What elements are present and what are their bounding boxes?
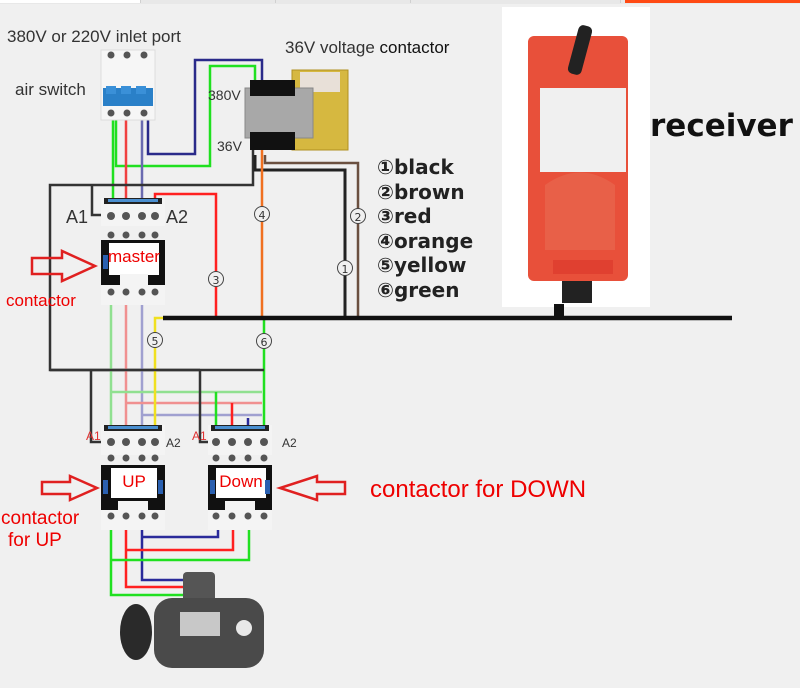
- wire-black-a1-down: [198, 370, 210, 444]
- legend-num: ④: [377, 228, 394, 253]
- up-a2-label: A2: [166, 436, 181, 450]
- wire-blue-motor: [140, 525, 185, 582]
- wire-blue-380: [146, 58, 264, 156]
- legend-num: ②: [377, 179, 394, 204]
- tab-5-active[interactable]: [625, 0, 800, 3]
- wire-marker-1: [337, 260, 353, 276]
- wire-black-a1: [90, 185, 103, 217]
- legend-num: ①: [377, 155, 394, 179]
- wire-marker-5-text: 5: [152, 335, 159, 348]
- legend-item: ②brown: [377, 180, 473, 205]
- up-box-label: UP: [122, 472, 146, 491]
- legend-item: ④orange: [377, 229, 473, 254]
- tab-strip: [0, 0, 800, 4]
- master-a2-label: A2: [166, 207, 189, 227]
- transformer: [244, 69, 349, 151]
- legend-num: ③: [377, 204, 394, 228]
- receiver-label: receiver: [650, 108, 793, 144]
- wire-marker-3: [208, 271, 224, 287]
- legend-name: orange: [393, 228, 474, 253]
- master-arrow-icon: [30, 249, 99, 283]
- v36-label: 36V: [217, 138, 242, 154]
- receiver-stub: [554, 304, 564, 318]
- v380-label: 380V: [208, 87, 241, 103]
- wire-marker-4: [254, 206, 270, 222]
- legend-name: black: [393, 155, 454, 179]
- tab-3[interactable]: [275, 0, 411, 3]
- transformer-label-prefix: 36V voltage: [285, 38, 375, 57]
- tab-4[interactable]: [410, 0, 621, 3]
- wire-red-cross-bottom: [126, 525, 235, 552]
- master-a1-label: A1: [66, 207, 89, 227]
- wire-brown-2: [263, 155, 360, 318]
- wire-marker-3-text: 3: [213, 274, 220, 287]
- wire-marker-2: [350, 208, 366, 224]
- wire-marker-4-text: 4: [259, 209, 266, 222]
- wire-red-motor: [124, 525, 185, 589]
- legend-item: ⑥green: [377, 278, 473, 303]
- master-contactor: [101, 198, 165, 305]
- tab-1[interactable]: [0, 0, 141, 3]
- legend-item: ⑤yellow: [377, 253, 473, 278]
- transformer-label: 36V voltage contactor: [285, 38, 449, 58]
- air-switch-label: air switch: [15, 80, 86, 99]
- inlet-port-label: 380V or 220V inlet port: [7, 27, 181, 46]
- air-switch: [100, 49, 156, 121]
- legend-num: ⑥: [377, 277, 394, 302]
- motor: [120, 572, 264, 668]
- wire-black-a1-up: [89, 370, 102, 444]
- legend-name: yellow: [393, 253, 467, 277]
- wire-yellow-5: [153, 316, 163, 440]
- wire-green-380: [114, 64, 257, 168]
- transformer-label-suffix: contactor: [379, 38, 450, 57]
- legend-name: red: [393, 204, 432, 228]
- down-contactor-label: contactor for DOWN: [370, 476, 587, 503]
- wires: [48, 58, 360, 597]
- wire-marker-2-text: 2: [355, 211, 362, 224]
- wire-green-motor: [109, 525, 185, 597]
- master-box-label: master: [108, 247, 160, 266]
- down-contactor: [208, 425, 272, 530]
- down-a2-label: A2: [282, 436, 297, 450]
- wire-marker-6-text: 6: [261, 336, 268, 349]
- down-box-label: Down: [219, 472, 263, 491]
- wire-marker-6: [256, 333, 272, 349]
- wire-marker-5: [147, 332, 163, 348]
- down-arrow-icon: [275, 474, 347, 502]
- wire-color-legend: ①black ②brown ③red ④orange ⑤yellow ⑥gree…: [377, 155, 473, 302]
- up-contactor: [101, 425, 165, 530]
- legend-num: ⑤: [377, 253, 394, 277]
- tab-2[interactable]: [140, 0, 276, 3]
- legend-item: ③red: [377, 204, 473, 229]
- wire-green-cross-bottom: [111, 525, 251, 562]
- up-contactor-label-line1: contactor: [1, 508, 80, 529]
- down-a1-label: A1: [192, 429, 207, 443]
- wire-black-1: [253, 155, 347, 318]
- legend-name: brown: [393, 179, 465, 204]
- wire-marker-1-text: 1: [342, 263, 349, 276]
- legend-name: green: [393, 277, 460, 302]
- legend-item: ①black: [377, 155, 473, 180]
- master-contactor-label: contactor: [6, 291, 76, 310]
- up-contactor-label-line2: for UP: [8, 530, 62, 551]
- up-a1-label: A1: [86, 429, 101, 443]
- up-arrow-icon: [40, 474, 101, 502]
- receiver-device: [528, 25, 628, 303]
